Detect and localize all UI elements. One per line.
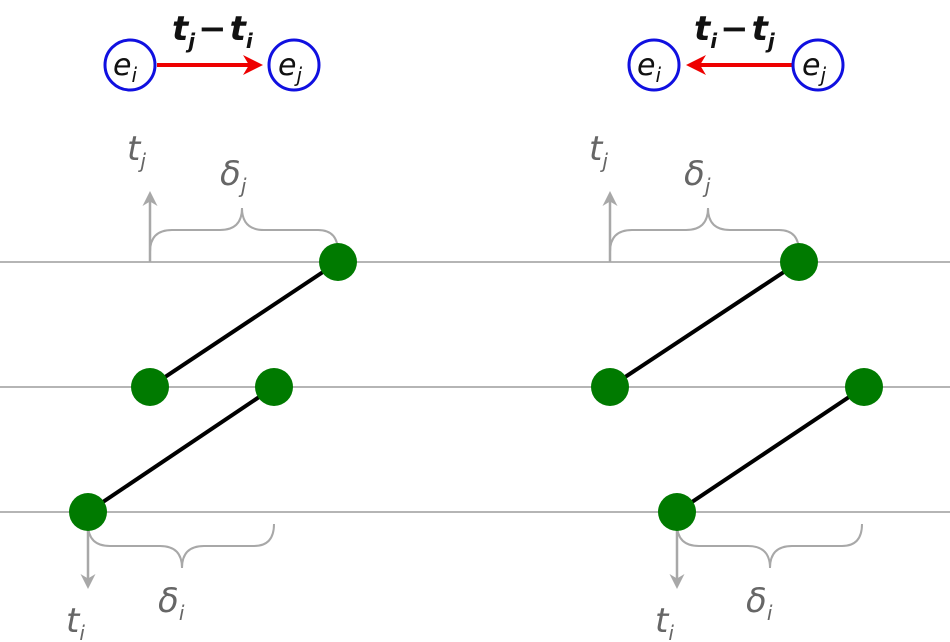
edge-weight-label: ti−tj	[694, 9, 776, 53]
bottom-axis-label: ti	[655, 601, 674, 642]
event-link	[608, 260, 801, 389]
event-dot	[131, 368, 169, 406]
bottom-gap-label: δi	[158, 581, 185, 625]
node-b-label: ej	[802, 48, 826, 87]
node-a-label: ei	[113, 48, 137, 87]
graph-node-a	[627, 38, 681, 92]
graph-node-b	[791, 38, 845, 92]
panel-left: ei ej tj−ti tj δj ti δi	[66, 9, 357, 642]
event-link	[86, 385, 276, 514]
event-dot	[591, 368, 629, 406]
bottom-gap-brace	[87, 523, 275, 569]
event-dot	[69, 493, 107, 531]
top-axis-label: tj	[589, 129, 608, 173]
node-a-label: ei	[637, 48, 661, 87]
event-link	[675, 385, 866, 514]
top-gap-label: δj	[220, 154, 247, 198]
graph-node-b	[267, 38, 321, 92]
event-dot	[845, 368, 883, 406]
top-gap-brace	[609, 207, 800, 253]
bottom-gap-label: δi	[746, 581, 773, 625]
edge-weight-label: tj−ti	[172, 9, 254, 53]
event-dot	[255, 368, 293, 406]
top-gap-brace	[149, 207, 339, 253]
node-b-label: ej	[278, 48, 302, 87]
panel-right: ei ej ti−tj tj δj ti δi	[589, 9, 883, 642]
top-gap-label: δj	[684, 154, 711, 198]
bottom-axis-label: ti	[66, 601, 85, 642]
graph-node-a	[103, 38, 157, 92]
event-dot	[319, 243, 357, 281]
top-axis-label: tj	[127, 129, 146, 173]
bottom-gap-brace	[676, 523, 863, 569]
event-dot	[658, 493, 696, 531]
event-link	[148, 260, 340, 389]
event-dot	[780, 243, 818, 281]
